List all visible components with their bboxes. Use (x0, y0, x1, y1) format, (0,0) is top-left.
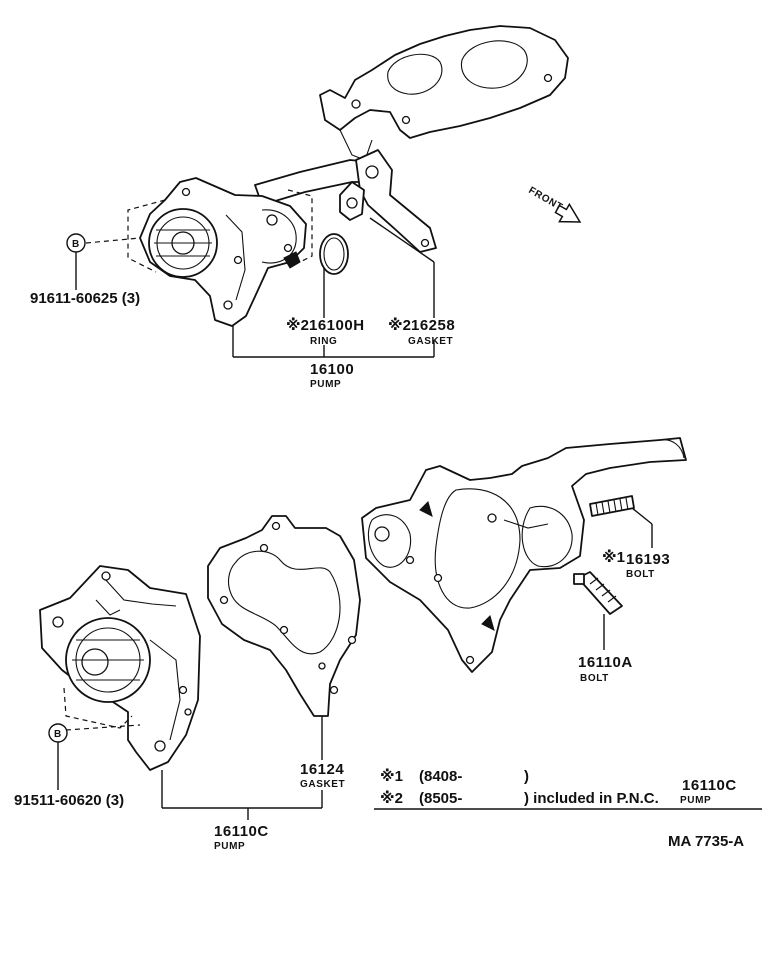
front-direction-arrow: FRONT (527, 185, 582, 223)
lower-bolt-part-number: 91511-60620 (3) (14, 792, 124, 809)
ring-name: RING (310, 336, 337, 347)
pnc-part-number: 16110C (682, 777, 737, 794)
stud-bolt-16193 (589, 495, 635, 517)
lower-dashed-guides (63, 687, 141, 731)
upper-gasket-part-number: 16258 (411, 317, 455, 334)
upper-bolt-letter: B (72, 239, 80, 250)
bolt-16110A (573, 571, 623, 615)
note1-mark: ※1 (380, 767, 403, 785)
stud-bolt-part-number: 16193 (626, 551, 670, 568)
note2-mark: ※2 (380, 789, 403, 807)
note2-text: ) included in P.N.C. (524, 790, 659, 807)
upper-dashed-guides (85, 189, 313, 273)
lower-gasket (207, 515, 361, 717)
lower-bolt-letter: B (54, 729, 62, 740)
pnc-name: PUMP (680, 795, 711, 806)
lower-bolt-symbol: B (48, 723, 68, 743)
upper-o-ring (319, 233, 349, 275)
lower-pump-housing (361, 437, 687, 673)
upper-bolt-symbol: B (66, 233, 86, 253)
ring-part-number: 16100H (309, 317, 365, 334)
upper-gasket-name: GASKET (408, 336, 453, 347)
upper-pipe-bracket (339, 149, 437, 253)
bolt-part-number: 16110A (578, 654, 633, 671)
lower-pump-pulley (65, 617, 151, 703)
lower-pump-part-number: 16110C (214, 823, 269, 840)
engine-block-outline (319, 25, 569, 161)
upper-pump-pulley (148, 208, 218, 278)
bolt-name: BOLT (580, 673, 609, 684)
ring-mark: ※2 (286, 316, 309, 334)
lower-gasket-part-number: 16124 (300, 761, 344, 778)
note2-date: (8505- (419, 790, 462, 807)
lower-pump-name: PUMP (214, 841, 245, 852)
diagram-code: MA 7735-A (668, 833, 744, 850)
upper-pump-part-number: 16100 (310, 361, 354, 378)
upper-gasket-mark: ※2 (388, 316, 411, 334)
stud-bolt-mark: ※1 (602, 548, 625, 566)
upper-bolt-part-number: 91611-60625 (3) (30, 290, 140, 307)
lower-gasket-name: GASKET (300, 779, 345, 790)
upper-pump-name: PUMP (310, 379, 341, 390)
note1-date: (8408- (419, 768, 462, 785)
note1-close: ) (524, 768, 529, 785)
stud-bolt-name: BOLT (626, 569, 655, 580)
notes-block: ※1 (8408- ) ※2 (8505- ) included in P.N.… (374, 767, 762, 810)
